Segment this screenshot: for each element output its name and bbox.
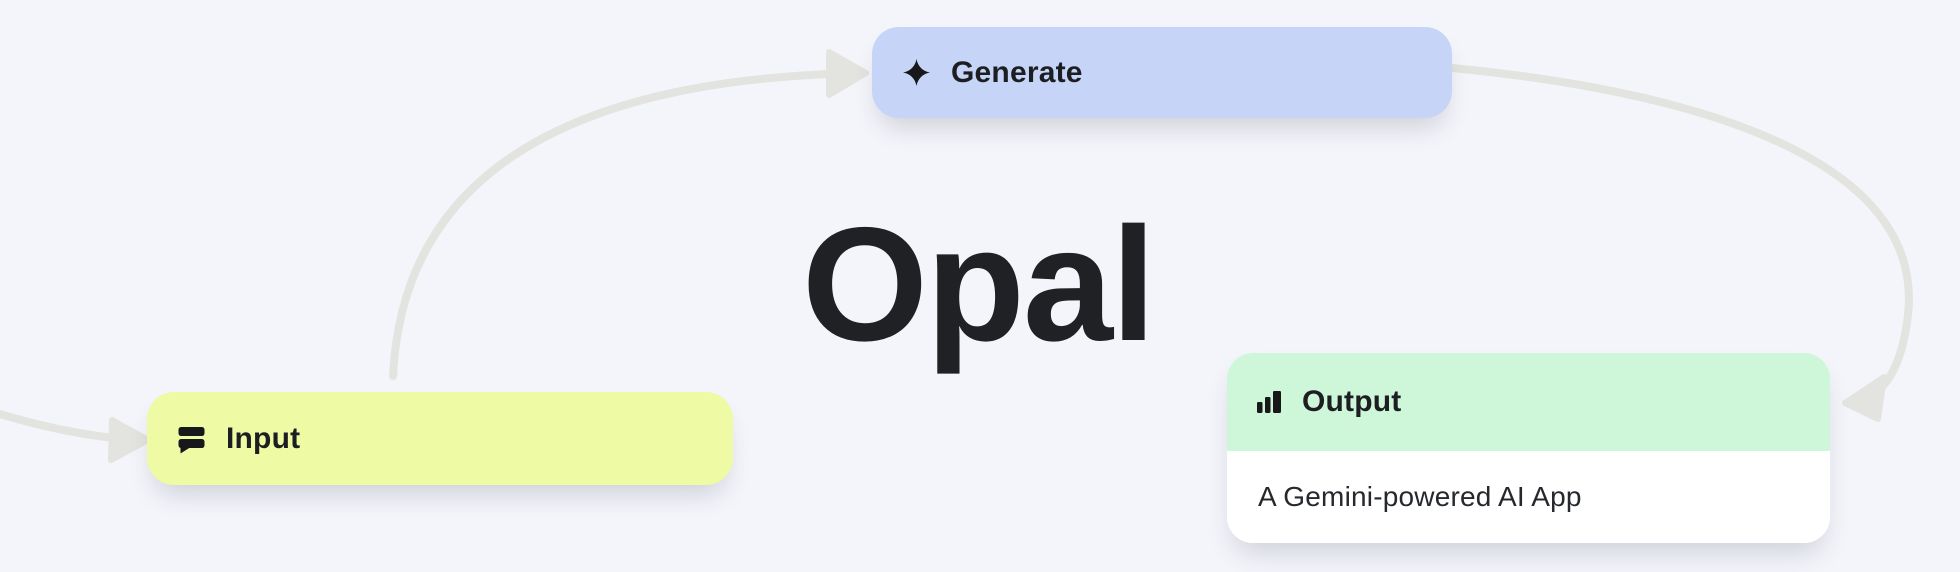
bar-chart-icon bbox=[1257, 391, 1281, 413]
output-node-body: A Gemini-powered AI App bbox=[1227, 451, 1830, 543]
output-node-header: Output bbox=[1227, 353, 1830, 451]
connector-arrow-generate-to-output bbox=[1448, 64, 1913, 422]
node-output[interactable]: Output A Gemini-powered AI App bbox=[1227, 353, 1830, 543]
text-lines-icon bbox=[178, 426, 205, 453]
output-description: A Gemini-powered AI App bbox=[1258, 481, 1582, 512]
connector-arrow-into-input bbox=[0, 409, 151, 463]
node-input[interactable]: Input bbox=[147, 392, 733, 485]
page-title: Opal bbox=[801, 194, 1156, 375]
output-node-label: Output bbox=[1302, 385, 1402, 418]
connector-arrow-input-to-generate bbox=[389, 49, 869, 380]
node-generate[interactable]: Generate bbox=[872, 27, 1452, 118]
sparkle-icon bbox=[903, 59, 930, 86]
generate-node-label: Generate bbox=[951, 55, 1083, 89]
input-node-label: Input bbox=[226, 421, 301, 455]
